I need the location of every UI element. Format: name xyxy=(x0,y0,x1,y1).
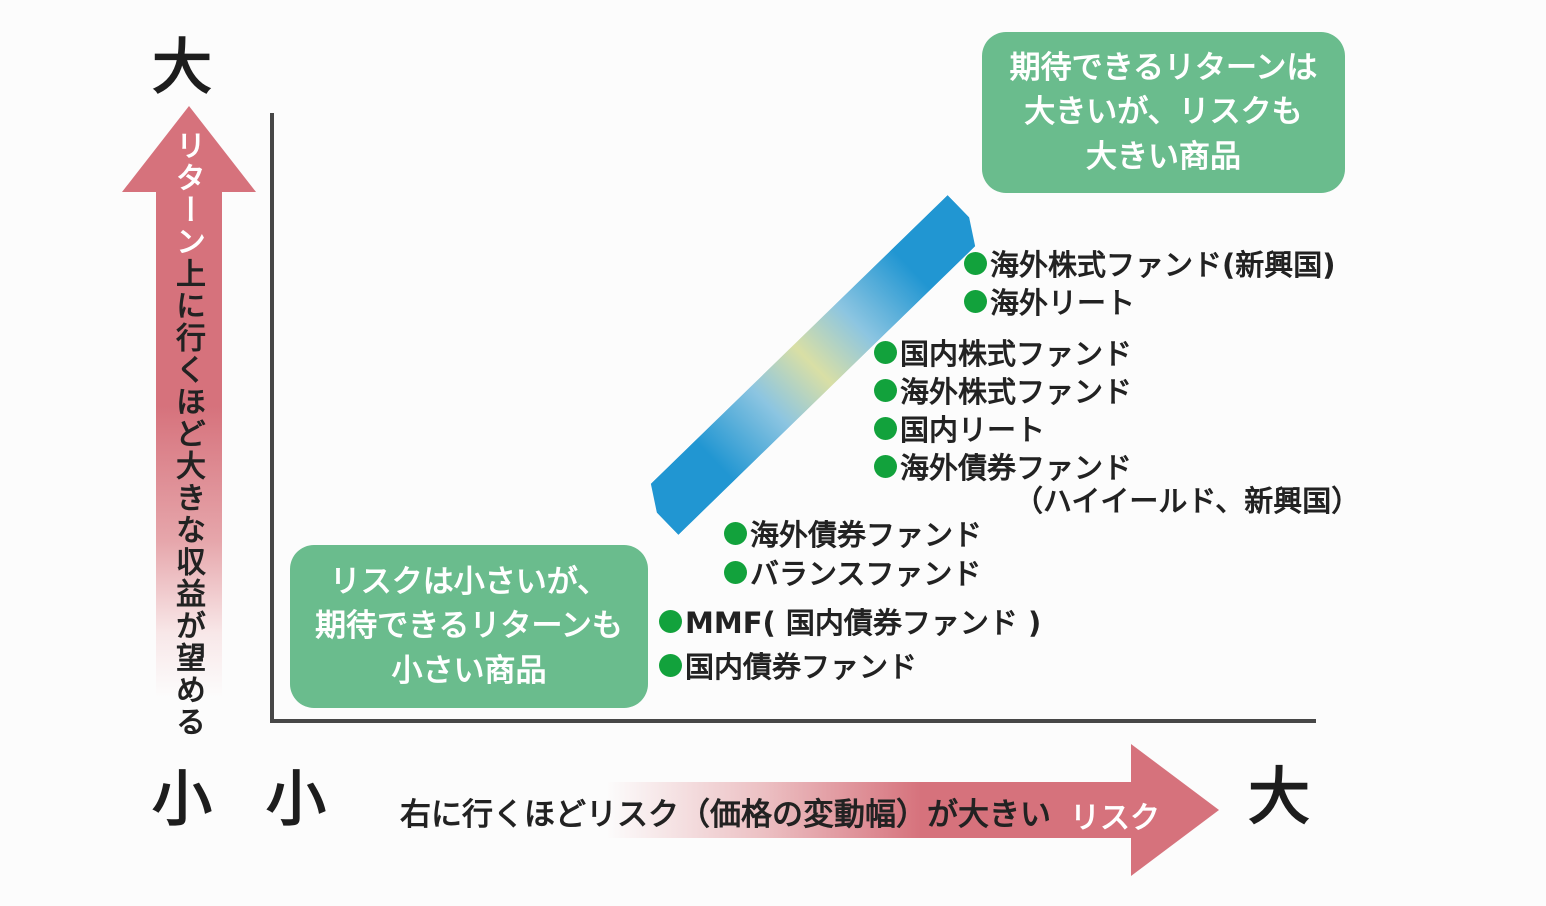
callout-line: 期待できるリターンも xyxy=(315,608,623,645)
fund-bullet-icon xyxy=(874,378,897,402)
fund-item: 海外リート xyxy=(964,280,1135,322)
callout-line: 大きい商品 xyxy=(1086,138,1241,175)
fund-bullet-icon xyxy=(874,416,897,440)
risk-min-label: 小 xyxy=(266,765,326,835)
fund-bullet-icon xyxy=(964,251,987,275)
callout-line: 小さい商品 xyxy=(391,652,547,689)
fund-item: 国内リート xyxy=(874,407,1045,449)
low-risk-return-callout: リスクは小さいが、 期待できるリターンも 小さい商品 xyxy=(290,545,648,708)
fund-item: 国内株式ファンド xyxy=(874,331,1132,373)
fund-bullet-icon xyxy=(874,454,897,478)
y-axis-line xyxy=(270,113,274,722)
fund-subnote: （ハイイールド、新興国） xyxy=(1014,484,1361,518)
return-arrow-body xyxy=(156,190,222,730)
return-max-label: 大 xyxy=(152,33,212,103)
fund-label: 国内債券ファンド xyxy=(685,650,918,684)
fund-item: バランスファンド xyxy=(724,551,981,593)
fund-bullet-icon xyxy=(659,609,682,633)
return-arrow-up-icon xyxy=(122,106,256,192)
fund-item: MMF( 国内債券ファンド ) xyxy=(659,600,1041,642)
fund-bullet-icon xyxy=(659,653,682,677)
fund-label: 海外リート xyxy=(990,286,1136,320)
risk-max-label: 大 xyxy=(1248,760,1311,833)
risk-arrow-right-icon xyxy=(1131,744,1219,876)
fund-item: 国内債券ファンド xyxy=(659,644,917,686)
risk-arrow-body xyxy=(606,782,1132,838)
return-arrow-note: 上に行くほど大きな収益が望める xyxy=(170,258,205,738)
callout-line: 期待できるリターンは xyxy=(1009,50,1318,87)
fund-label: バランスファンド xyxy=(750,557,982,591)
fund-label: 海外株式ファンド xyxy=(900,375,1133,409)
return-min-label: 小 xyxy=(152,765,212,835)
fund-item: 海外債券ファンド xyxy=(724,512,982,554)
fund-bullet-icon xyxy=(724,521,747,545)
return-arrow-word: リターン xyxy=(170,130,205,258)
fund-bullet-icon xyxy=(964,289,987,313)
fund-bullet-icon xyxy=(724,560,747,584)
high-risk-return-callout: 期待できるリターンは 大きいが、リスクも 大きい商品 xyxy=(982,32,1345,193)
x-axis-line xyxy=(270,719,1316,723)
fund-bullet-icon xyxy=(874,340,897,364)
risk-arrow-word: リスク xyxy=(1070,801,1160,836)
fund-label: 海外債券ファンド xyxy=(900,451,1133,485)
callout-line: 大きいが、リスクも xyxy=(1024,94,1303,131)
return-arrow-text: リターン上に行くほど大きな収益が望める xyxy=(170,130,205,738)
fund-item: 海外債券ファンド xyxy=(874,445,1132,487)
fund-label: MMF( 国内債券ファンド ) xyxy=(685,606,1042,640)
fund-item: 海外株式ファンド xyxy=(874,369,1132,411)
callout-line: リスクは小さいが、 xyxy=(329,564,609,601)
fund-label: 国内リート xyxy=(900,413,1046,447)
fund-label: 海外株式ファンド(新興国) xyxy=(990,248,1336,282)
fund-item: 海外株式ファンド(新興国) xyxy=(964,242,1336,284)
fund-label: 国内株式ファンド xyxy=(900,337,1133,371)
fund-label: 海外債券ファンド xyxy=(750,518,983,552)
risk-arrow-note: 右に行くほどリスク（価格の変動幅）が大きい xyxy=(400,797,1051,833)
